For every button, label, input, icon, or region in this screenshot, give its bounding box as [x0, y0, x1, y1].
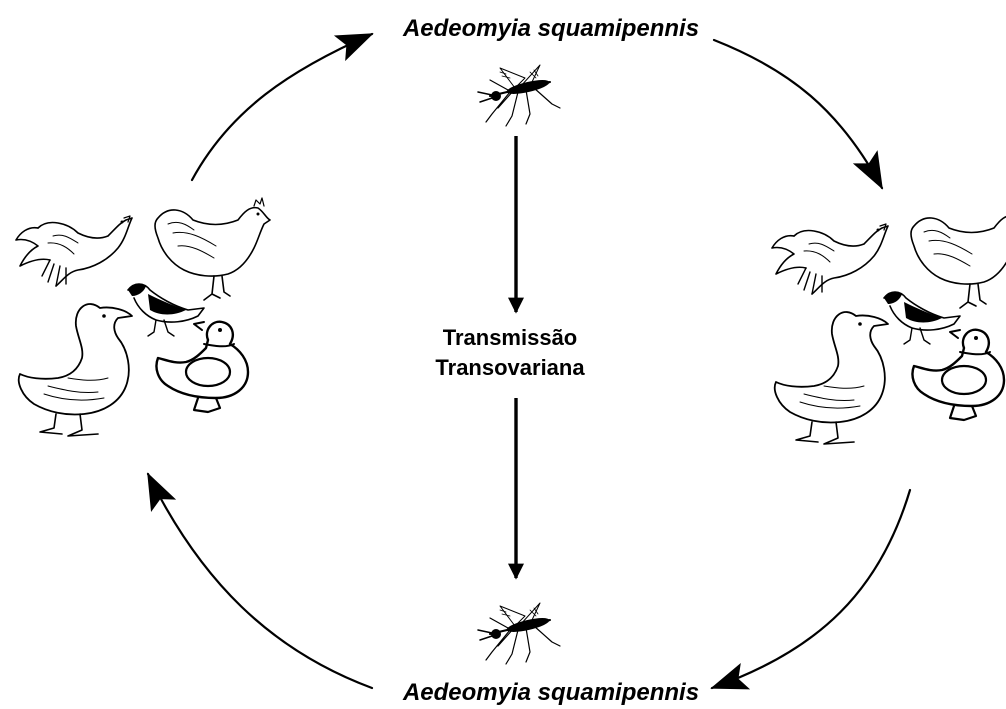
mosquito-top-icon — [478, 65, 560, 126]
transovarial-label-line1: Transmissão — [443, 325, 578, 350]
vector-label-bottom: Aedeomyia squamipennis — [402, 679, 699, 706]
transovarial-label-line2: Transovariana — [435, 355, 585, 380]
mosquito-bottom-icon — [478, 603, 560, 664]
vector-label-top: Aedeomyia squamipennis — [402, 15, 699, 42]
arrow-bottom-to-left — [148, 474, 372, 688]
birds-group-right — [772, 206, 1006, 444]
arrow-right-to-bottom — [712, 490, 910, 688]
arrow-top-to-right — [714, 40, 882, 188]
birds-group-left — [16, 198, 270, 436]
arrow-left-to-top — [192, 34, 372, 180]
